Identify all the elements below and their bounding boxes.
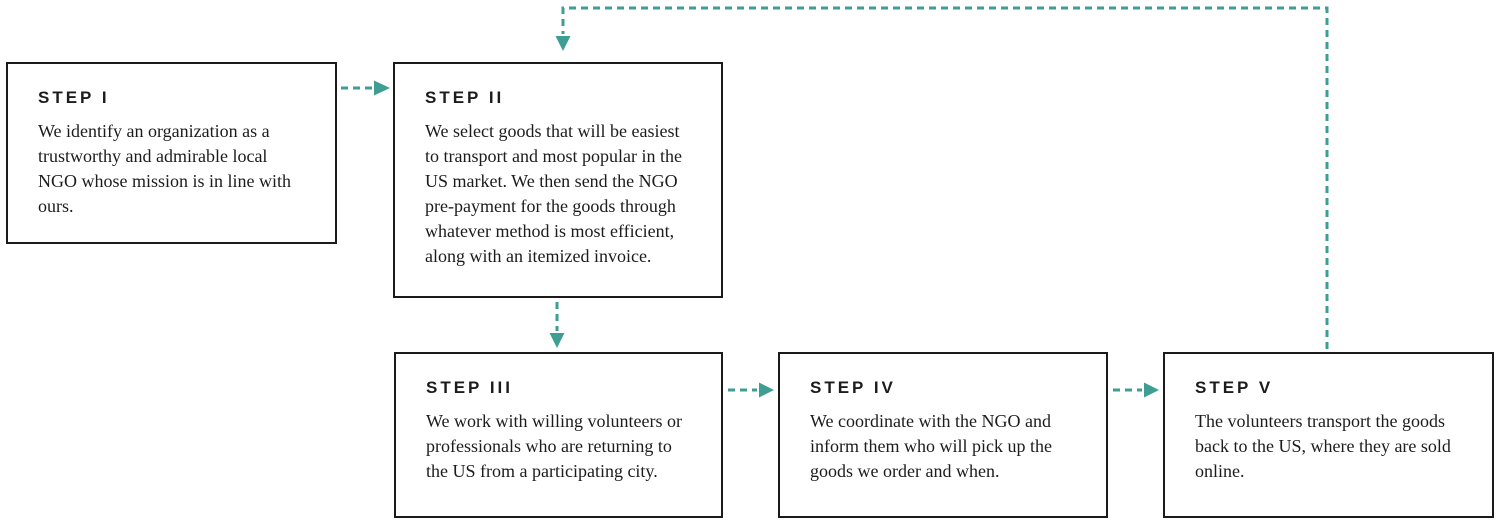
step-1-body: We identify an organization as a trustwo… bbox=[38, 121, 292, 216]
step-5-title: STEP V bbox=[1195, 378, 1274, 397]
step-1-title: STEP I bbox=[38, 88, 110, 107]
step-4-title: STEP IV bbox=[810, 378, 896, 397]
step-3-box: STEP III We work with willing volunteers… bbox=[394, 352, 723, 518]
step-2-box: STEP II We select goods that will be eas… bbox=[393, 62, 723, 298]
step-2-body: We select goods that will be easiest to … bbox=[425, 121, 682, 266]
step-1-box: STEP I We identify an organization as a … bbox=[6, 62, 337, 244]
arrow-step5-to-step2-loop bbox=[561, 6, 1329, 349]
step-5-body: The volunteers transport the goods back … bbox=[1195, 411, 1451, 481]
arrowhead-step4-to-step5-icon bbox=[1144, 382, 1159, 398]
arrowhead-step5-to-step2-icon bbox=[555, 36, 571, 51]
arrowhead-step2-to-step3-icon bbox=[549, 333, 565, 348]
step-3-body: We work with willing volunteers or profe… bbox=[426, 411, 683, 481]
step-4-body: We coordinate with the NGO and inform th… bbox=[810, 411, 1052, 481]
step-5-box: STEP V The volunteers transport the good… bbox=[1163, 352, 1494, 518]
step-3-title: STEP III bbox=[426, 378, 513, 397]
arrowhead-step3-to-step4-icon bbox=[759, 382, 774, 398]
step-4-box: STEP IV We coordinate with the NGO and i… bbox=[778, 352, 1108, 518]
arrowhead-step1-to-step2-icon bbox=[374, 80, 390, 96]
step-2-title: STEP II bbox=[425, 88, 505, 107]
